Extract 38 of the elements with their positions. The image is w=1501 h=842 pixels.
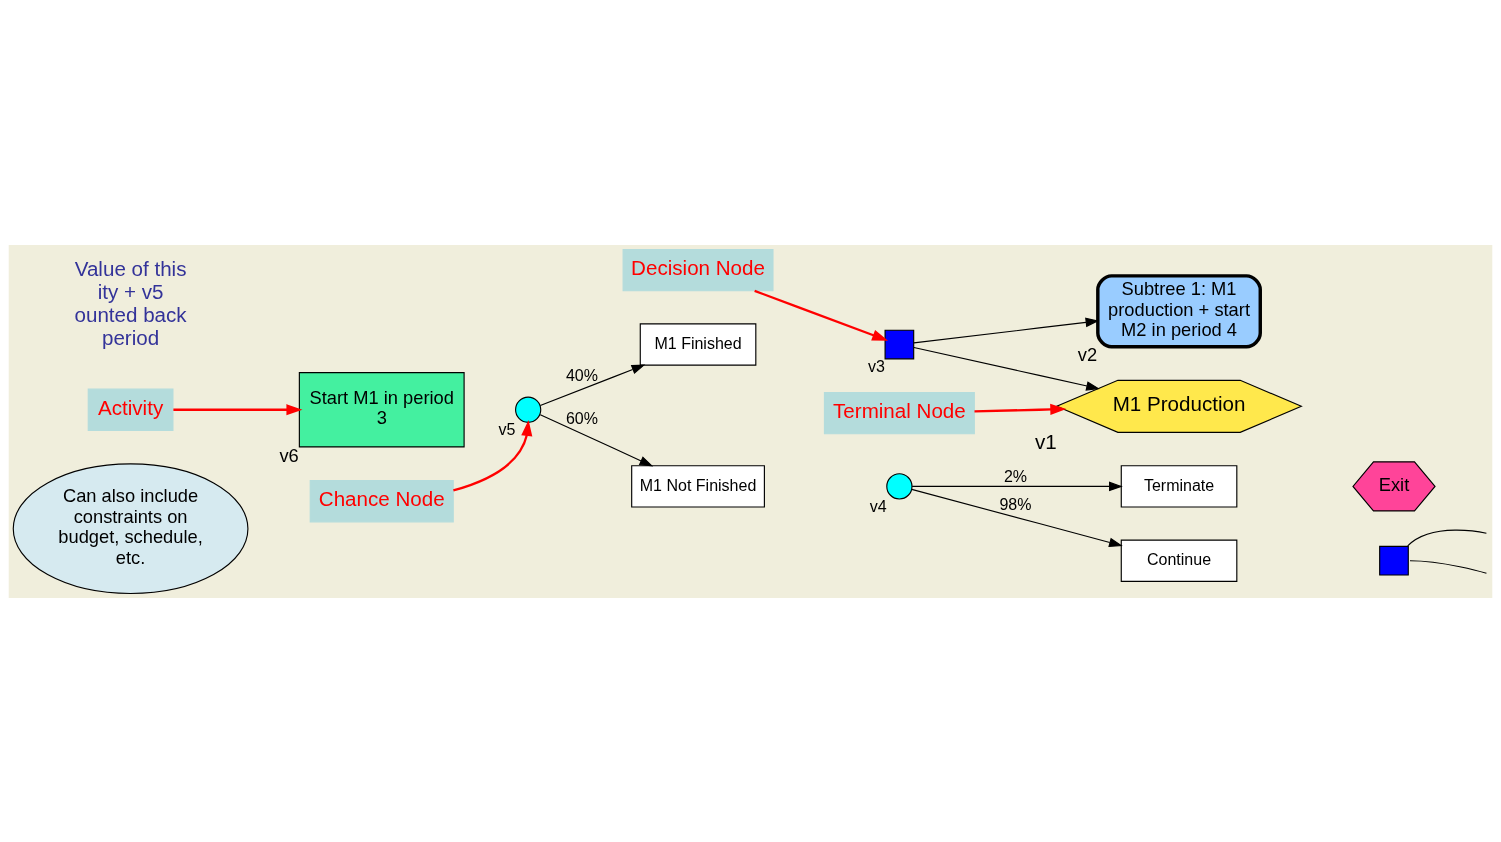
node-box: [884, 329, 915, 359]
arrow: [453, 419, 533, 491]
arrow: [974, 403, 1067, 415]
arrow: [754, 289, 889, 341]
connector: [1407, 529, 1487, 546]
node-box: Activity: [87, 388, 174, 431]
arrow: [913, 317, 1100, 343]
node-box: Continue: [1120, 539, 1238, 582]
arrow: [911, 488, 1123, 547]
node-ellipse: Can also include constraints on budget, schedule, etc.: [12, 462, 249, 594]
node-label: v1: [1034, 429, 1057, 453]
label: Value of this ity + v5 ounted back period: [74, 256, 187, 349]
edge-label: 60%: [565, 409, 598, 427]
node-label: v4: [869, 497, 887, 515]
arrow: [539, 413, 654, 466]
arrow: [911, 481, 1123, 491]
node-circle: [886, 472, 913, 500]
node-label: v5: [498, 420, 516, 438]
node-box: Terminate: [1120, 464, 1238, 508]
arrow: [173, 403, 303, 415]
node-box: M1 Finished: [639, 322, 757, 366]
node-box: M1 Not Finished: [631, 464, 765, 508]
edge-label: 98%: [999, 494, 1032, 512]
node-label: v2: [1077, 343, 1098, 365]
node-box: Chance Node: [309, 479, 454, 522]
arrow: [539, 364, 646, 406]
node-box: Decision Node: [622, 248, 774, 291]
node-box: [1379, 545, 1409, 576]
node-box: Start M1 in period 3: [298, 371, 465, 447]
arrow: [913, 346, 1100, 391]
node-label: v3: [868, 357, 885, 375]
node-circle: [515, 396, 542, 423]
edge-label: 40%: [565, 366, 598, 384]
connector: [1409, 559, 1487, 574]
node-box: Subtree 1: M1 production + start M2 in period 4: [1096, 273, 1262, 349]
edge-label: 2%: [1003, 467, 1028, 485]
node-box: Terminal Node: [823, 391, 975, 434]
node-label: v6: [279, 444, 299, 466]
